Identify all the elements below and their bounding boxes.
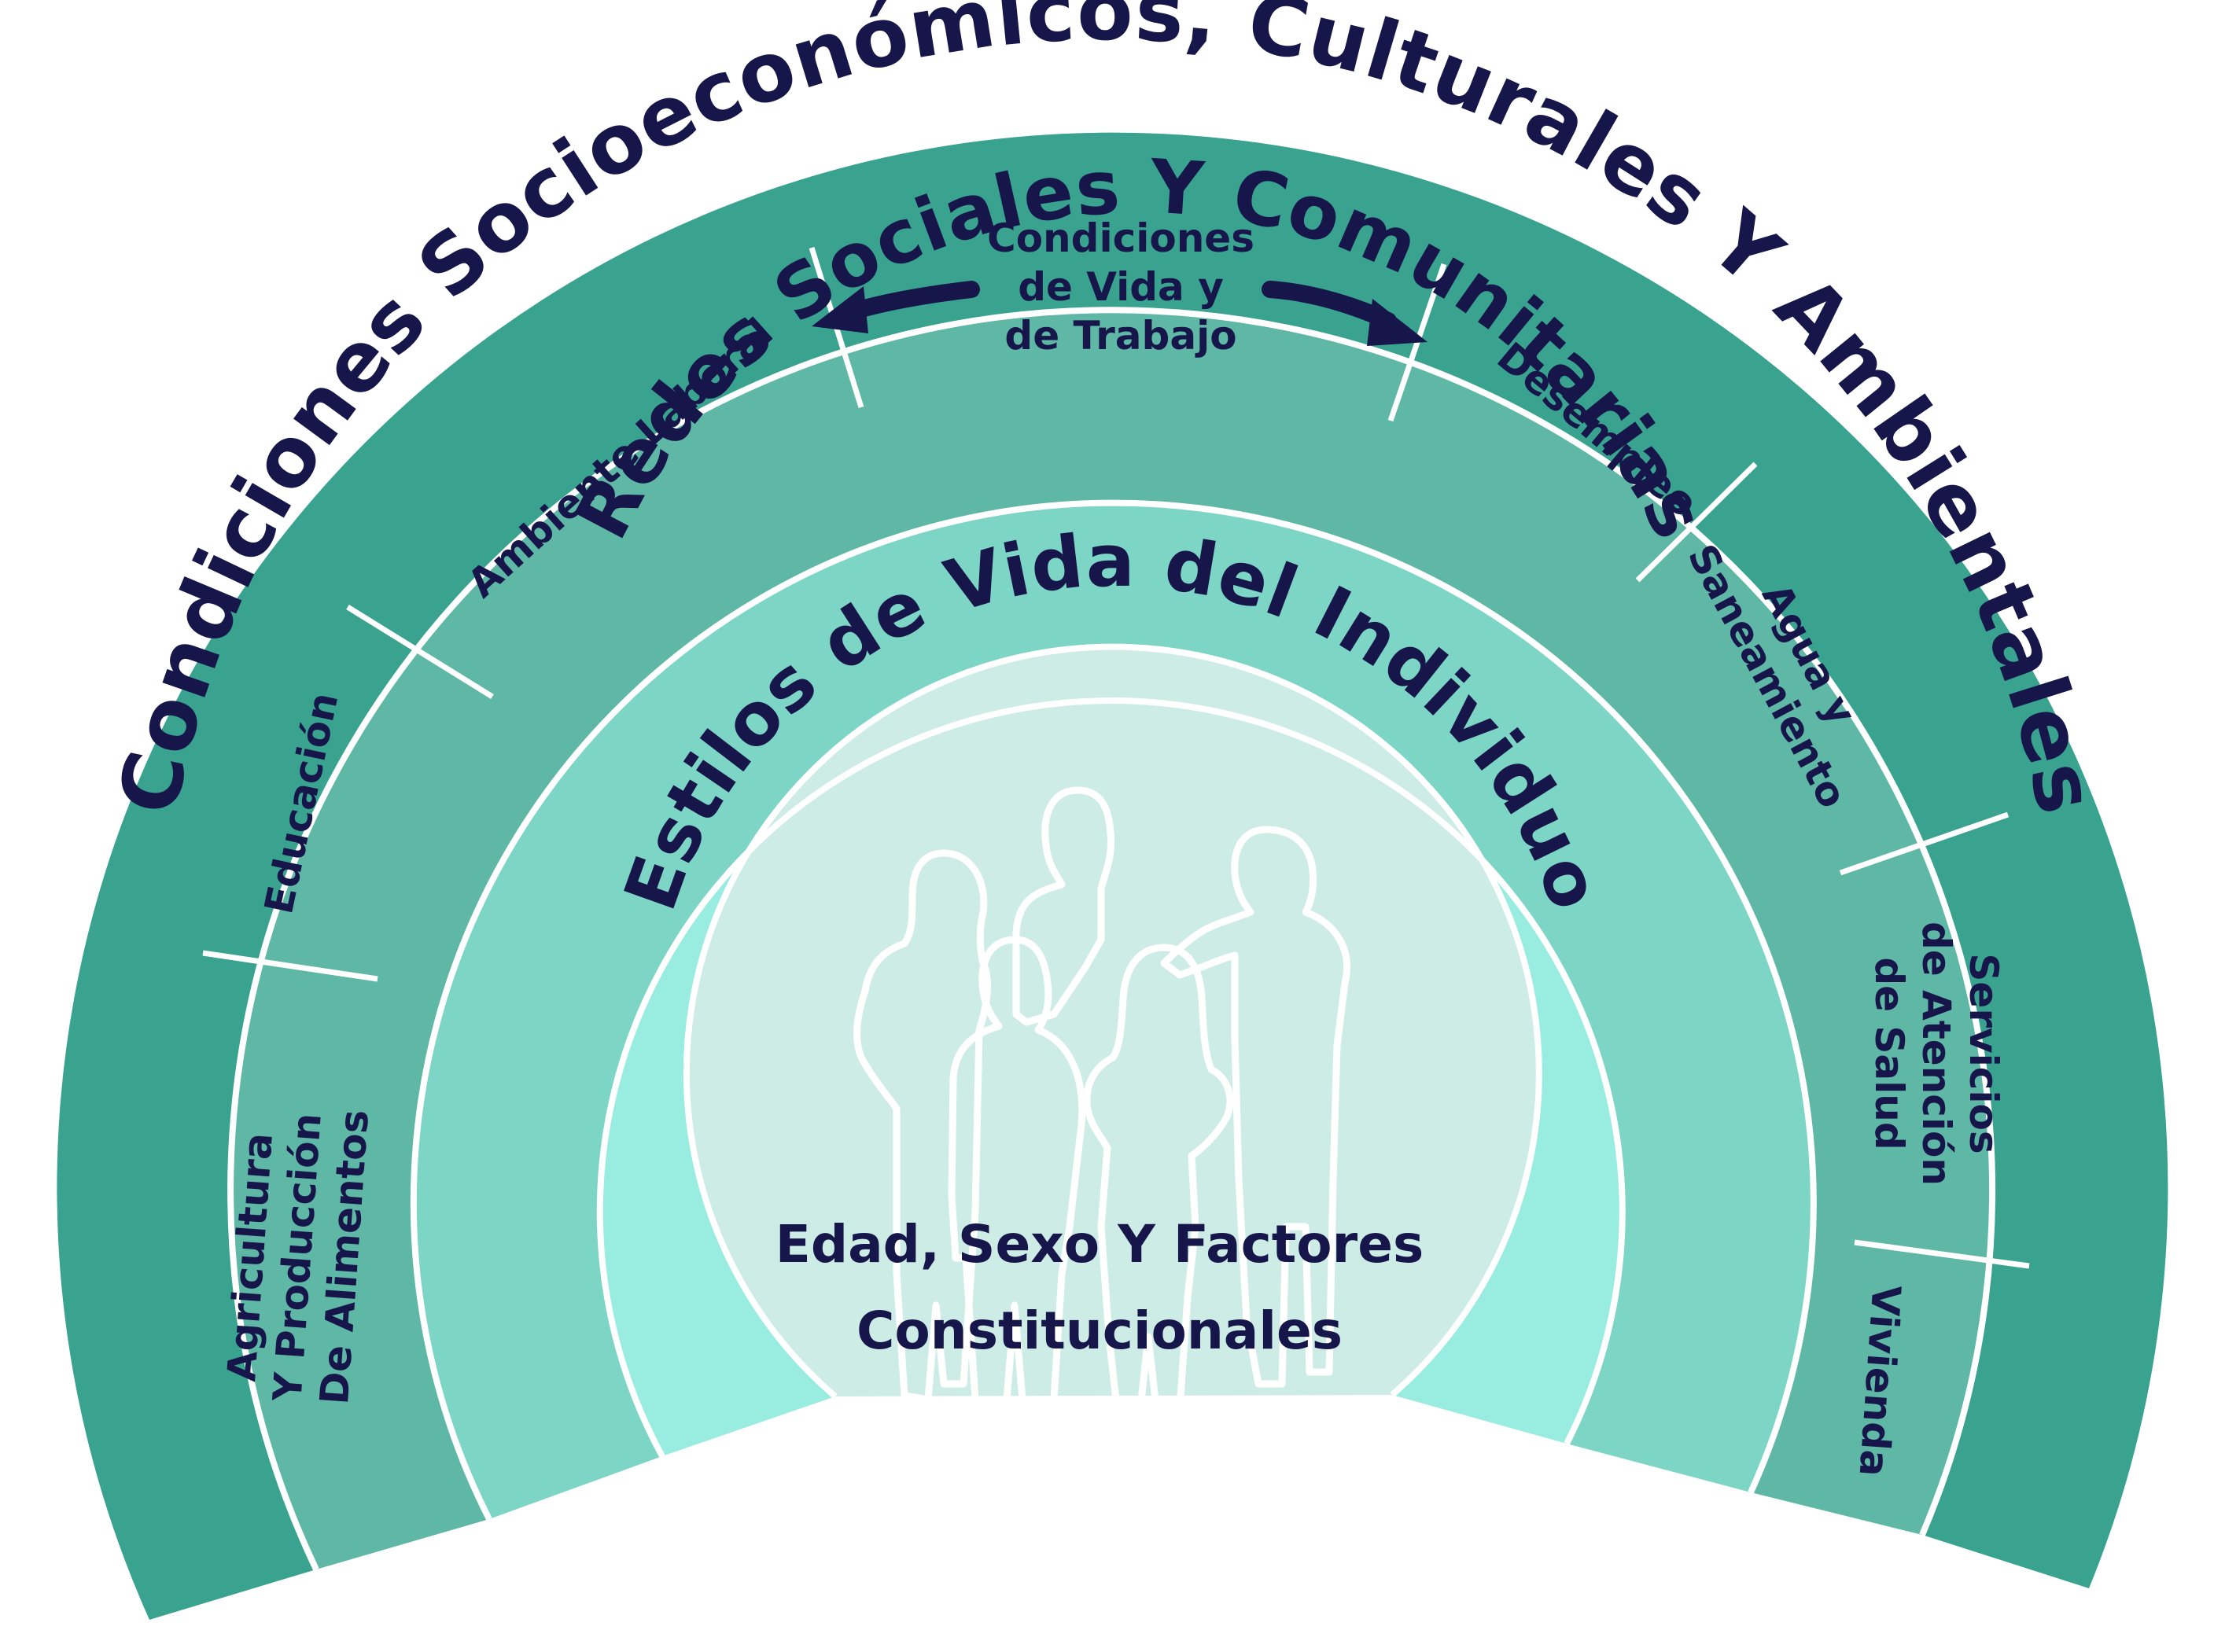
center-label-line-2: de Vida y [1018,264,1224,310]
section-dividers [202,246,2030,1269]
center-label-line-3: de Trabajo [1004,313,1236,359]
people-group-silhouette-icon [853,786,1351,1411]
social-band [413,502,1814,1519]
outer-band [57,132,2168,1620]
health-line-3: de Salud [1866,957,1912,1150]
health-line-1: Servicios [1961,953,2006,1153]
lifestyle-band [599,646,1623,1456]
section-agriculture: Agricultura Y Producción De Alimentos [219,1109,378,1407]
core-label: Edad, Sexo Y Factores Constitucionales [775,1214,1424,1361]
double-headed-curved-arrow-icon [812,281,1427,346]
section-health-services: Servicios de Atención de Salud [1866,922,2006,1186]
health-line-2: de Atención [1914,922,1959,1186]
sections-band [230,310,1993,1570]
core-label-line-1: Edad, Sexo Y Factores [775,1214,1424,1275]
core-label-line-2: Constitucionales [856,1301,1343,1361]
living-working-conditions-label: Condiciones de Vida y de Trabajo [987,215,1254,359]
center-label-line-1: Condiciones [987,215,1254,261]
ring-boundaries [227,307,1996,1571]
